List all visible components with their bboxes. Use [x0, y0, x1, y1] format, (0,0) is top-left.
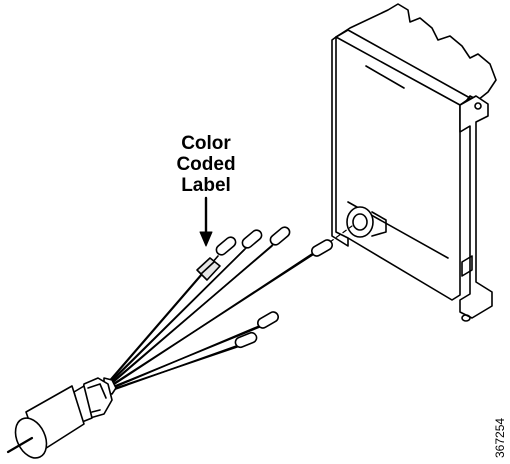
- cable-harness: [6, 226, 333, 459]
- color-coded-label-sleeve: [196, 257, 221, 281]
- module-mounting-flange: [459, 95, 493, 319]
- wire-plug: [215, 236, 237, 256]
- wire-plug: [311, 239, 333, 257]
- connector-socket-inner: [352, 213, 368, 231]
- callout-line-3: Label: [181, 175, 231, 196]
- connector-socket-outer: [346, 206, 374, 238]
- flange-hole-bottom: [461, 314, 471, 322]
- figure-id: 367254: [493, 417, 507, 458]
- callout-line-1: Color: [181, 133, 231, 154]
- connector-center-pin: [6, 436, 34, 454]
- wire-plug: [234, 331, 258, 349]
- callout-arrowhead: [199, 231, 213, 247]
- module-housing: [331, 3, 497, 322]
- wire-plug: [269, 226, 291, 246]
- callout-label: Color Coded Label: [160, 133, 252, 196]
- callout-line-2: Coded: [176, 154, 236, 175]
- flange-hole-top: [474, 102, 482, 110]
- wire-plug: [257, 311, 279, 329]
- wire-plug: [241, 229, 263, 249]
- alignment-dashed-line: [329, 225, 353, 243]
- module-face-label-line: [365, 65, 405, 89]
